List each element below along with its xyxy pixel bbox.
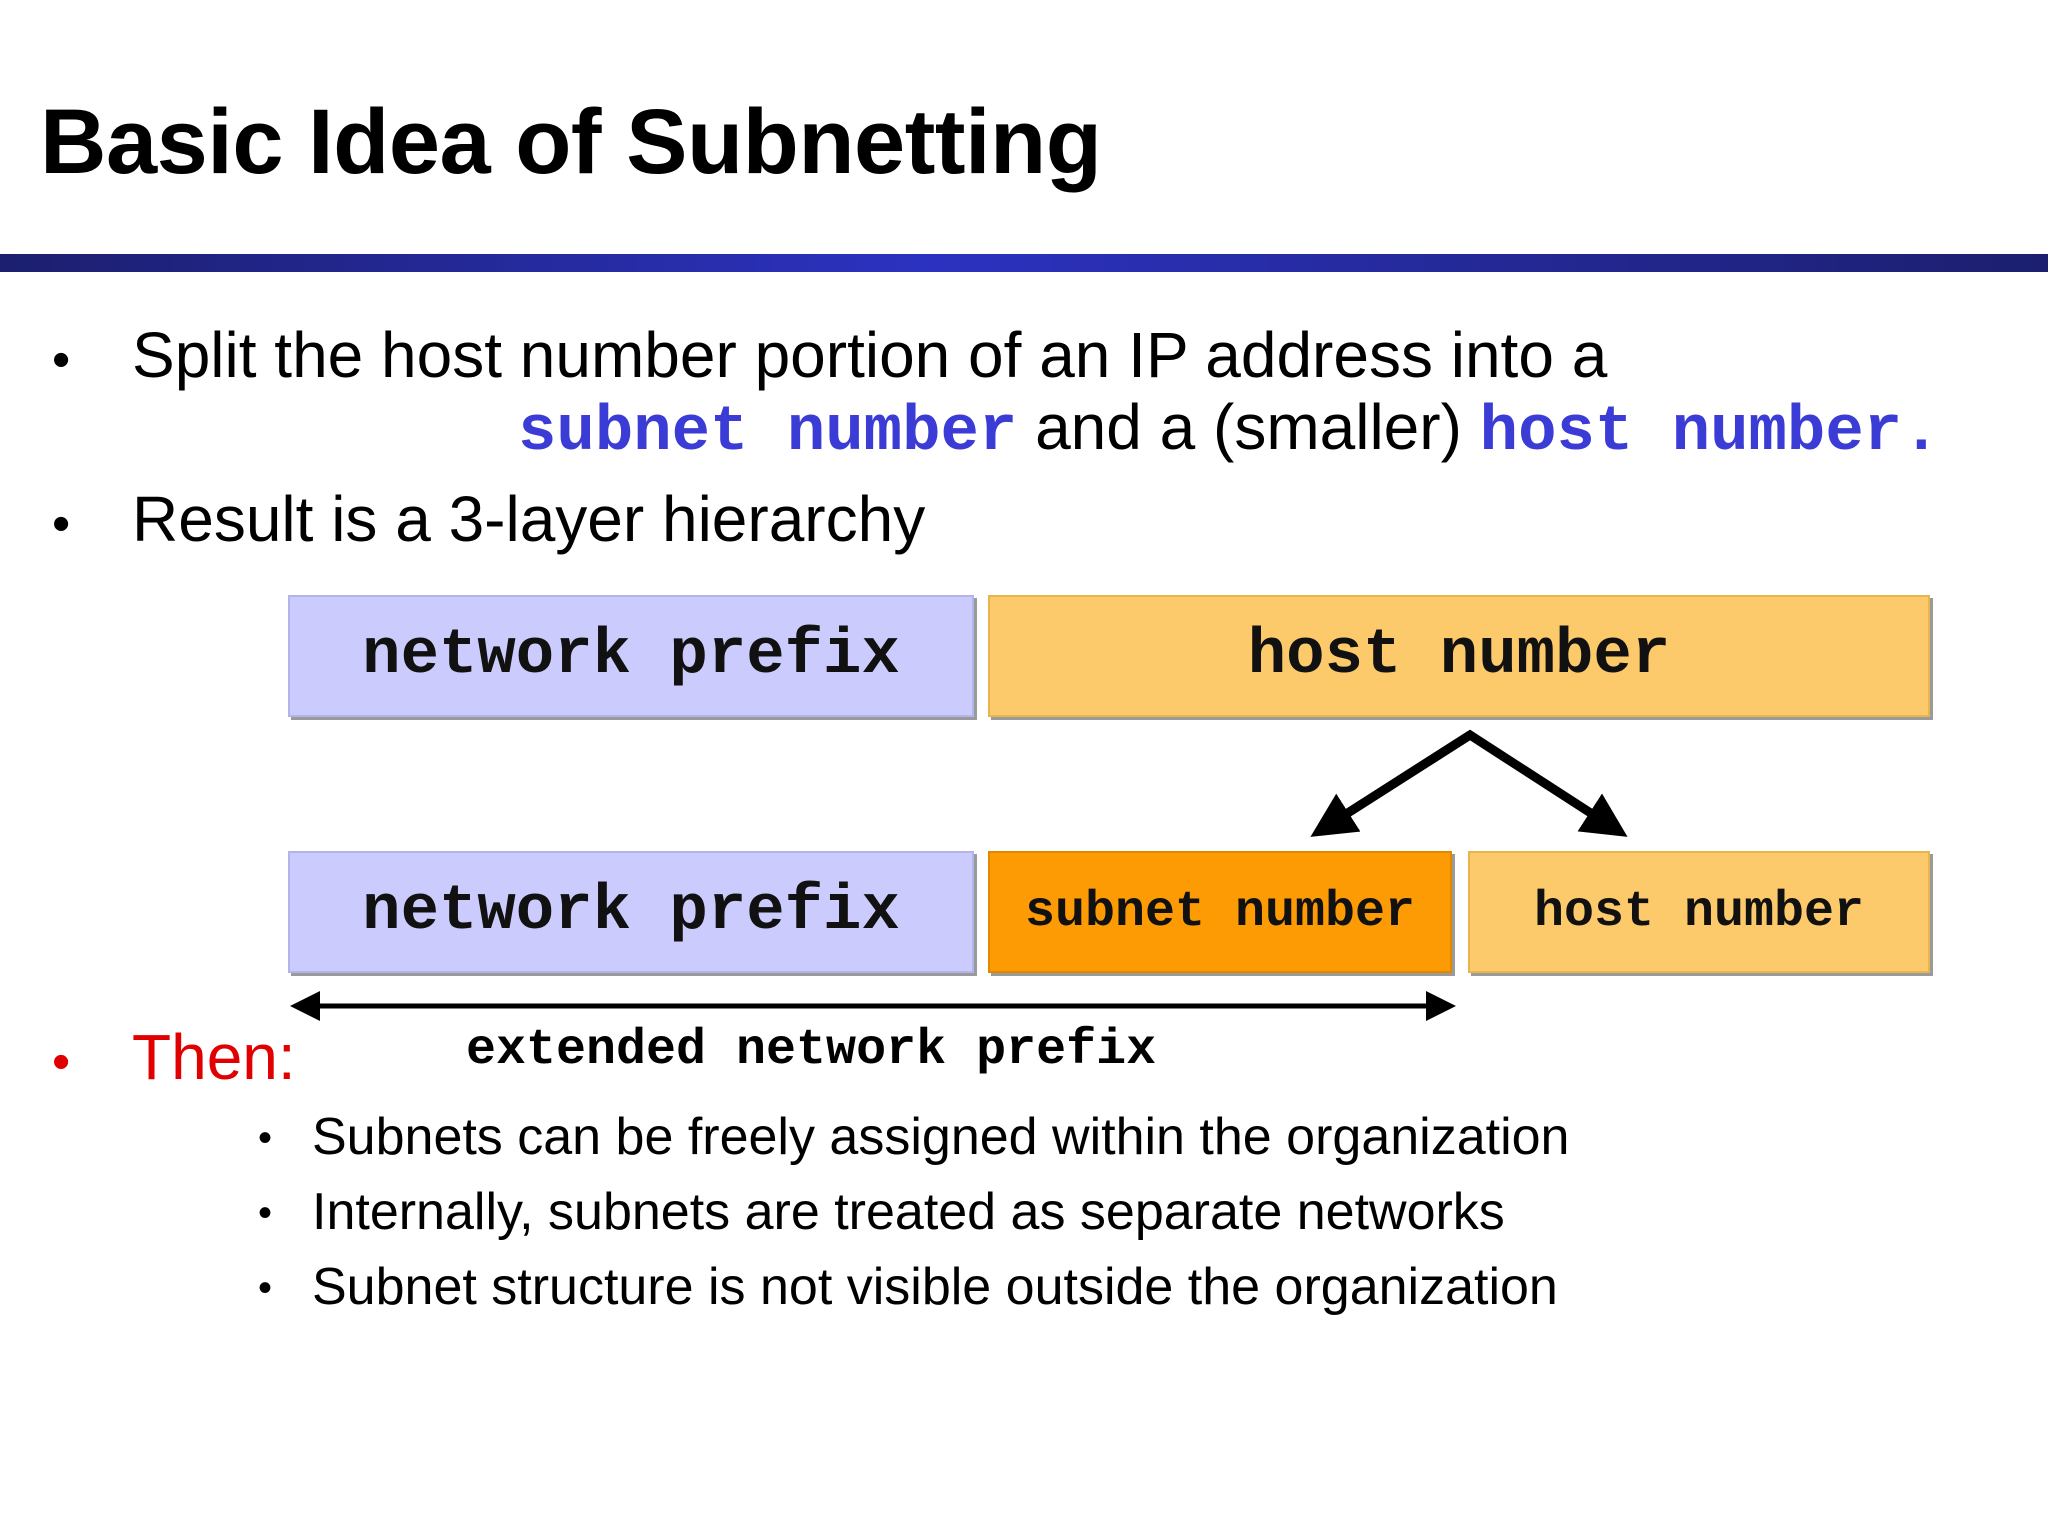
subbullet-marker: • xyxy=(258,1191,273,1235)
bullet-hierarchy: Result is a 3-layer hierarchy xyxy=(132,483,926,555)
bullet-split-line1: Split the host number portion of an IP a… xyxy=(132,319,1608,391)
bullet-marker: • xyxy=(52,495,71,553)
box-network-prefix-bottom: network prefix xyxy=(288,851,974,973)
box-network-prefix-top: network prefix xyxy=(288,595,974,717)
subbullet-3: Subnet structure is not visible outside … xyxy=(312,1258,1558,1316)
box-subnet-number: subnet number xyxy=(988,851,1452,973)
subbullet-marker: • xyxy=(258,1266,273,1310)
arrow-to-subnet xyxy=(1310,731,1473,837)
bullet-split-mid: and a (smaller) xyxy=(1035,391,1462,463)
arrow-to-host xyxy=(1315,729,1628,837)
bullet-split-line2: subnet number and a (smaller) host numbe… xyxy=(518,390,1941,469)
subbullet-1: Subnets can be freely assigned within th… xyxy=(312,1108,1570,1166)
extended-prefix-label: extended network prefix xyxy=(466,1022,1157,1079)
keyword-host-number: host number xyxy=(1479,397,1903,469)
subbullet-2: Internally, subnets are treated as separ… xyxy=(312,1183,1505,1241)
subbullet-marker: • xyxy=(258,1116,273,1160)
box-host-number-top: host number xyxy=(988,595,1930,717)
bullet-then: Then: xyxy=(132,1021,296,1093)
keyword-period: . xyxy=(1902,397,1941,469)
title-rule xyxy=(0,254,2048,272)
bullet-marker-then: • xyxy=(52,1033,71,1091)
bullet-marker: • xyxy=(52,331,71,389)
keyword-subnet-number: subnet number xyxy=(518,397,1018,469)
box-host-number-bottom: host number xyxy=(1468,851,1930,973)
slide-title: Basic Idea of Subnetting xyxy=(40,91,1102,193)
